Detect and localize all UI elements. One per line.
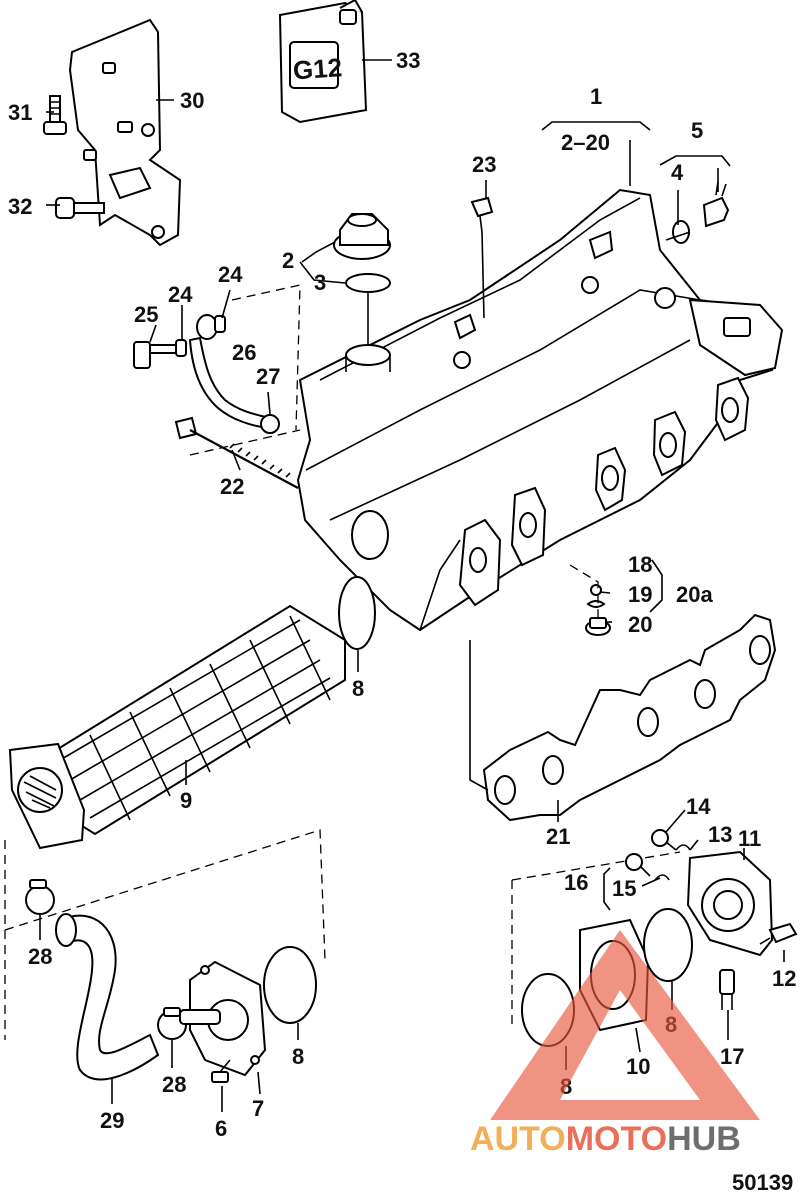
callout-30: 30 [180, 88, 204, 113]
stud-22 [174, 416, 299, 489]
callout-10: 10 [626, 1054, 650, 1079]
bracket-30 [68, 18, 182, 247]
canister-label: G12 [292, 52, 343, 85]
o-ring-8-top [338, 576, 376, 650]
callout-8-top: 8 [352, 676, 364, 701]
drawing-number: 50139 [732, 1170, 793, 1195]
hose-29 [55, 913, 160, 1081]
callout-13: 13 [708, 822, 732, 847]
callout-2: 2 [282, 248, 294, 273]
coolant-canister-33: G12 [278, 0, 368, 124]
callout-18: 18 [628, 552, 652, 577]
callout-29: 29 [100, 1108, 124, 1133]
callout-28-bottom: 28 [162, 1072, 186, 1097]
gasket-21 [482, 613, 777, 822]
automotohub-watermark: AUTOMOTOHUB [470, 930, 760, 1158]
callout-26: 26 [232, 340, 256, 365]
clip-15 [654, 874, 670, 881]
callout-7: 7 [252, 1096, 264, 1121]
watermark-moto: MOTO [566, 1120, 667, 1158]
svg-text:AUTOMOTOHUB: AUTOMOTOHUB [470, 1120, 741, 1158]
watermark-hub: HUB [667, 1120, 741, 1158]
bolt-25 [133, 341, 177, 369]
callout-25: 25 [134, 302, 158, 327]
callout-16: 16 [564, 870, 588, 895]
sensor-5 [702, 181, 730, 228]
callout-1: 1 [590, 84, 602, 109]
clip-19 [586, 600, 606, 608]
callout-21: 21 [546, 824, 570, 849]
screw-16 [625, 853, 651, 877]
end-cover-11 [686, 850, 774, 957]
washer-24b [175, 339, 187, 357]
watermark-auto: AUTO [470, 1120, 566, 1158]
callout-19: 19 [628, 582, 652, 607]
watermark-triangle [490, 930, 760, 1120]
callout-8-mid: 8 [292, 1044, 304, 1069]
callout-12: 12 [772, 966, 796, 991]
callout-24a: 24 [218, 262, 243, 287]
plug-23 [470, 196, 494, 319]
callout-4: 4 [671, 160, 684, 185]
callout-15: 15 [612, 876, 636, 901]
hose-clamp-28-top [25, 879, 55, 915]
callout-5: 5 [691, 118, 703, 143]
bolt-32 [55, 197, 105, 219]
callout-33: 33 [396, 48, 420, 73]
bolt-6 [211, 1059, 231, 1083]
callout-27: 27 [256, 364, 280, 389]
drain-plug-20 [585, 617, 611, 636]
bleed-hose-26 [188, 314, 280, 434]
sender-17 [719, 969, 735, 1010]
o-ring-3 [345, 273, 391, 293]
o-ring-8-mid [263, 946, 317, 1024]
callout-20: 20 [628, 612, 652, 637]
callout-31: 31 [8, 100, 32, 125]
callout-22: 22 [220, 474, 244, 499]
callout-9: 9 [180, 788, 192, 813]
clip-13 [675, 844, 691, 851]
callout-2-20-top: 2–20 [561, 130, 610, 155]
callout-17: 17 [720, 1044, 744, 1069]
callout-24b: 24 [168, 282, 193, 307]
washer-4 [672, 220, 690, 244]
manifold-ports [458, 376, 750, 607]
callout-32: 32 [8, 194, 32, 219]
bolt-31 [43, 95, 67, 135]
callout-20a: 20a [676, 582, 713, 607]
callout-6: 6 [215, 1116, 227, 1141]
o-ring-8-right [643, 908, 693, 982]
screw-14 [651, 829, 677, 851]
callout-28-top: 28 [28, 944, 52, 969]
callout-11: 11 [738, 826, 761, 851]
callout-23: 23 [472, 152, 496, 177]
tube-bundle-9 [8, 604, 346, 850]
washer-24a [214, 315, 226, 333]
end-cover-7 [179, 960, 267, 1077]
drain-ball-18 [590, 584, 602, 596]
heat-exchanger-housing-1 [296, 188, 784, 632]
bolt-12 [759, 922, 798, 945]
callout-14: 14 [686, 794, 711, 819]
filler-cap-2 [333, 213, 391, 260]
callout-3: 3 [314, 270, 326, 295]
